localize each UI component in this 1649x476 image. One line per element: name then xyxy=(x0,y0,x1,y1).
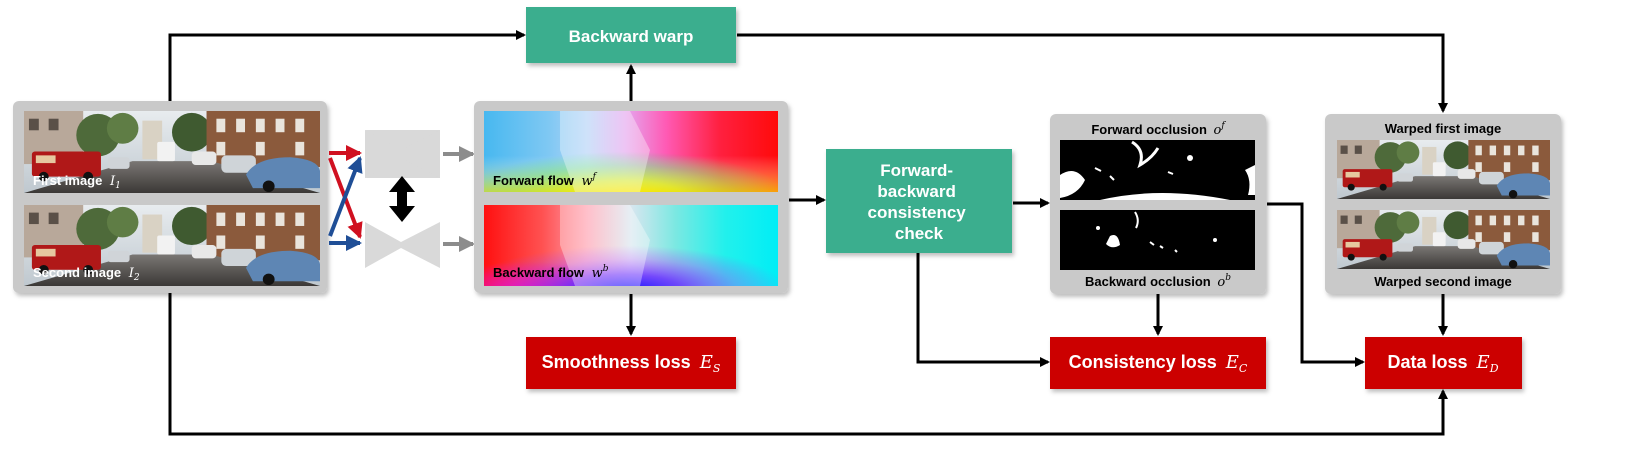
first-image: First image I1 xyxy=(24,111,320,193)
blue-arrow-cross xyxy=(328,156,363,237)
first-image-label: First image xyxy=(33,173,102,188)
backward-occlusion-label: Backward occlusion xyxy=(1085,274,1211,289)
svg-text:First image I1: First image I1 xyxy=(33,173,121,191)
smoothness-loss-box: Smoothness loss ES xyxy=(526,337,736,389)
svg-text:Forward flow wf: Forward flow wf xyxy=(493,172,598,189)
arrow-occlusion-to-data-loss xyxy=(1267,202,1365,367)
forward-flow-label: Forward flow xyxy=(493,173,575,188)
arrow-input-to-data-loss xyxy=(168,292,1448,436)
backward-warp-box: Backward warp xyxy=(526,7,736,63)
svg-text:Forward- backward: Forward- backward consistency check xyxy=(868,161,971,243)
flownet-bottom xyxy=(365,222,440,268)
svg-text:Forward occlusion of: Forward occlusion of xyxy=(1091,121,1226,138)
backward-flow-image: Backward flow wb xyxy=(484,205,778,286)
input-images-panel: First image I1 Second image I2 xyxy=(13,101,327,293)
shared-weights-icon xyxy=(389,176,415,222)
warped-images-panel: Warped first image Warped second image xyxy=(1325,114,1561,294)
consistency-check-line-1: Forward- xyxy=(880,161,953,180)
backward-flow-label: Backward flow xyxy=(493,265,585,280)
consistency-check-box: Forward- backward consistency check xyxy=(826,149,1012,253)
warped-second-image xyxy=(1337,210,1550,269)
smoothness-loss-label: Smoothness loss xyxy=(542,352,691,372)
svg-text:Second image I2: Second image I2 xyxy=(33,265,140,283)
data-loss-box: Data loss ED xyxy=(1365,337,1522,389)
arrow-input-to-backward-warp xyxy=(168,30,526,101)
consistency-check-line-3: consistency xyxy=(868,203,967,222)
svg-text:Consistency loss EC: Consistency loss EC xyxy=(1069,352,1248,375)
backward-warp-label: Backward warp xyxy=(569,27,694,46)
svg-text:Smoothness loss ES: Smoothness loss ES xyxy=(542,352,721,375)
flow-panel: Forward flow wf Backward flow wb xyxy=(474,101,788,293)
occlusion-panel: Forward occlusion of Backward occlusion … xyxy=(1050,114,1266,294)
arrow-backward-warp-to-warped xyxy=(737,33,1448,113)
forward-occlusion-mask xyxy=(1060,140,1255,200)
flow-networks xyxy=(365,130,475,268)
input-routing-arrows xyxy=(328,145,363,251)
consistency-loss-box: Consistency loss EC xyxy=(1050,337,1266,389)
connectors xyxy=(168,30,1448,436)
backward-occlusion-mask xyxy=(1060,210,1255,270)
svg-text:Backward flow wb: Backward flow wb xyxy=(493,264,609,281)
consistency-check-line-2: backward xyxy=(877,182,955,201)
svg-text:Backward occlusion ob: Backward occlusion ob xyxy=(1085,273,1231,290)
consistency-check-line-4: check xyxy=(895,224,944,243)
consistency-loss-label: Consistency loss xyxy=(1069,352,1217,372)
second-image-label: Second image xyxy=(33,265,121,280)
warped-second-label: Warped second image xyxy=(1374,274,1512,289)
svg-text:Data loss ED: Data loss ED xyxy=(1387,352,1498,375)
forward-occlusion-label: Forward occlusion xyxy=(1091,122,1207,137)
warped-first-label: Warped first image xyxy=(1385,121,1502,136)
forward-flow-image: Forward flow wf xyxy=(484,111,778,192)
arrow-check-to-consistency-loss xyxy=(916,253,1050,367)
warped-first-image xyxy=(1337,140,1550,199)
second-image: Second image I2 xyxy=(24,205,320,286)
data-loss-label: Data loss xyxy=(1387,352,1467,372)
